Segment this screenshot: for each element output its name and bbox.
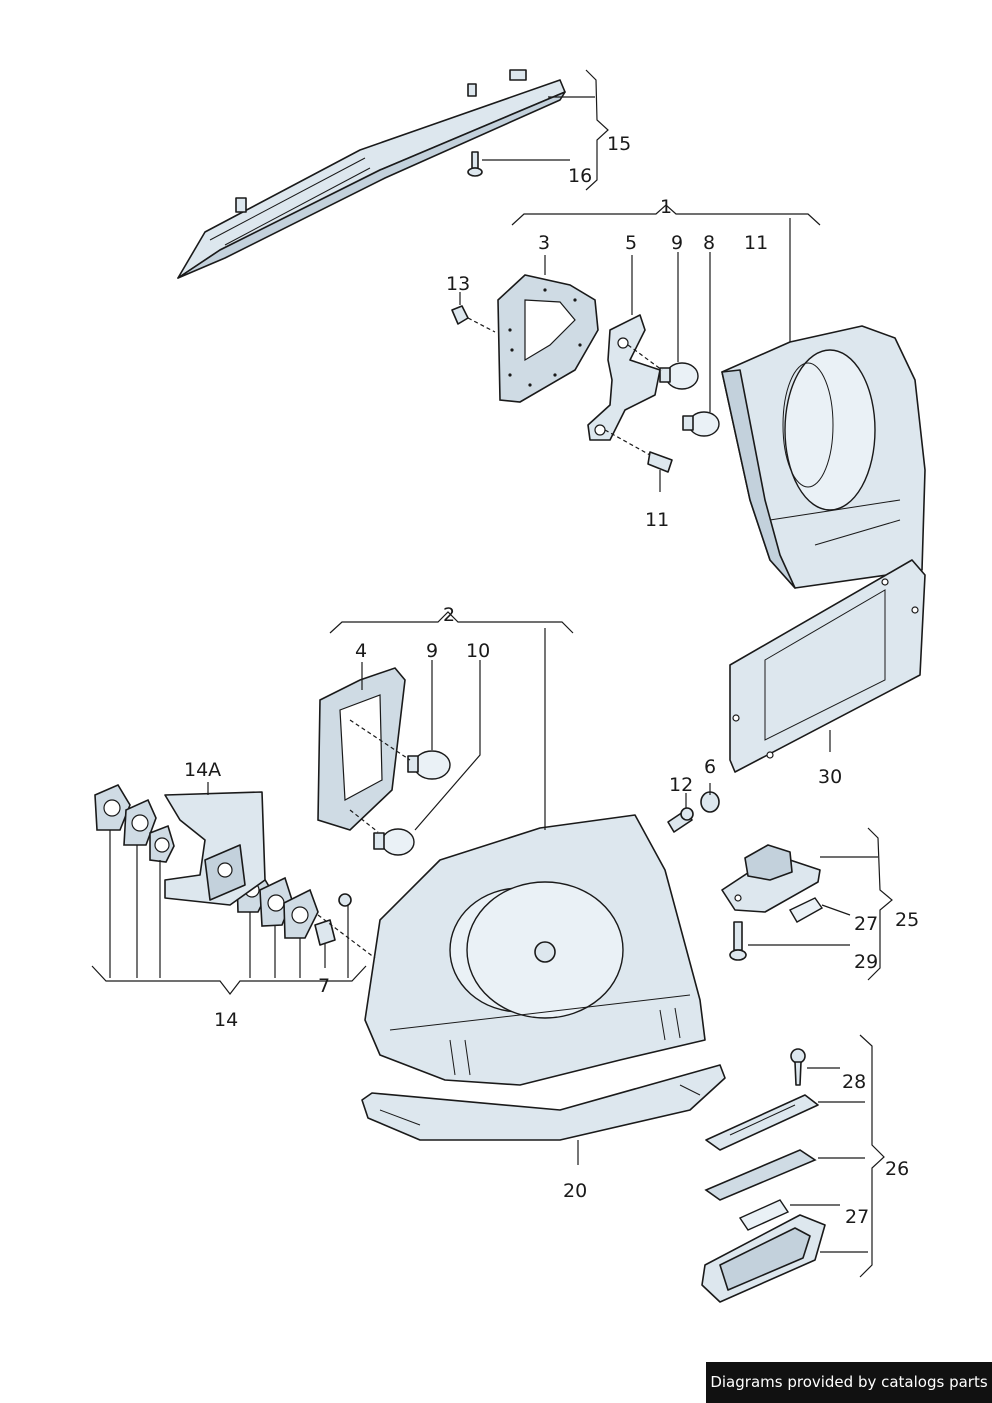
screw-7 (314, 893, 352, 946)
tail-lamp-housing (721, 325, 926, 589)
callout-2: 2 (443, 604, 455, 626)
callout-12: 12 (669, 774, 693, 796)
callout-14a: 14A (184, 759, 221, 781)
callout-27-lower: 27 (845, 1206, 869, 1228)
callout-1: 1 (660, 196, 672, 218)
license-plate-holder (729, 559, 926, 773)
lamp-lens-26 (705, 1094, 819, 1151)
callout-10: 10 (466, 640, 490, 662)
screw-12 (667, 807, 694, 833)
callout-7: 7 (318, 975, 330, 997)
bulb-holder-5 (587, 314, 661, 441)
callout-3: 3 (538, 232, 550, 254)
high-mount-brake-light (177, 69, 566, 279)
callout-5: 5 (625, 232, 637, 254)
callout-16: 16 (568, 165, 592, 187)
callout-27-upper: 27 (854, 913, 878, 935)
bulb-11 (647, 451, 673, 473)
callout-4: 4 (355, 640, 367, 662)
leader-lines (109, 96, 878, 1253)
callout-11-lower: 11 (645, 509, 669, 531)
callout-6: 6 (704, 756, 716, 778)
bulb-8 (682, 411, 720, 437)
callout-15: 15 (607, 133, 631, 155)
callout-26: 26 (885, 1158, 909, 1180)
callout-9-lower: 9 (426, 640, 438, 662)
callout-20: 20 (563, 1180, 587, 1202)
callout-11-upper: 11 (744, 232, 768, 254)
callout-labels: 1 2 3 4 5 6 7 8 9 9 10 11 11 12 13 14 14… (184, 133, 919, 1228)
headlight-gasket-4 (317, 667, 406, 831)
brace-lines (91, 69, 893, 1278)
screw-16 (467, 151, 483, 177)
lamp-gasket-26 (704, 1149, 817, 1201)
callout-25: 25 (895, 909, 919, 931)
callout-29: 29 (854, 951, 878, 973)
license-light-25 (721, 844, 821, 913)
bracket-14a (164, 791, 266, 906)
festoon-bulb-27-upper (789, 897, 824, 923)
callout-9-upper: 9 (671, 232, 683, 254)
bulb-9-lower (407, 750, 451, 780)
screw-29 (729, 921, 747, 961)
callout-13: 13 (446, 273, 470, 295)
callout-30: 30 (818, 766, 842, 788)
nut-13 (451, 305, 469, 325)
screw-28 (790, 1048, 806, 1086)
festoon-bulb-27-lower (738, 1199, 790, 1231)
callout-14: 14 (214, 1009, 238, 1031)
bulb-9-upper (659, 362, 699, 390)
headlight-assembly (364, 814, 706, 1086)
callout-28: 28 (842, 1071, 866, 1093)
gasket-3 (497, 274, 599, 403)
lamp-housing-26 (701, 1214, 826, 1303)
turn-signal-strip (361, 1064, 726, 1141)
callout-8: 8 (703, 232, 715, 254)
bulb-10 (373, 828, 415, 856)
credit-banner: Diagrams provided by catalogs parts (706, 1362, 992, 1403)
